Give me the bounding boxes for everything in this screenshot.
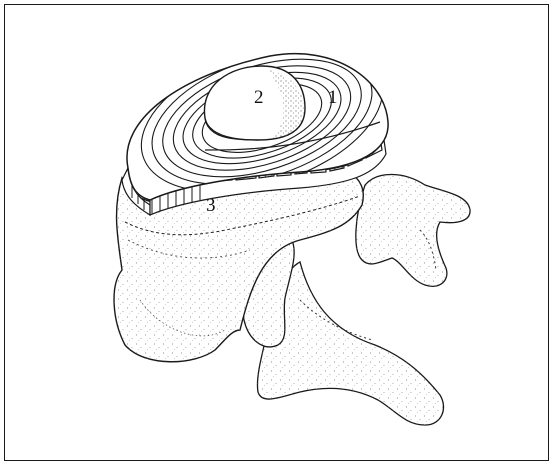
- label-2: 2: [254, 87, 264, 108]
- label-3: 3: [206, 195, 216, 216]
- label-1: 1: [328, 87, 338, 108]
